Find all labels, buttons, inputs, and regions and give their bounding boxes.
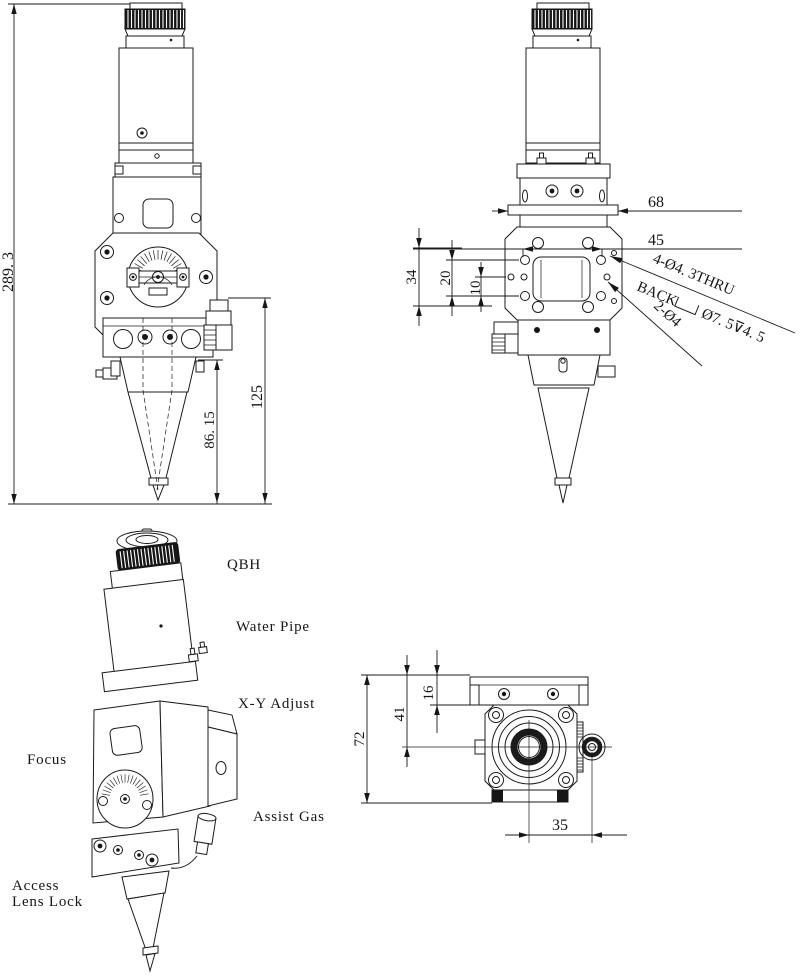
dim-overall-height: 289. 3: [0, 3, 272, 505]
upper-body: [112, 176, 202, 235]
dim-hole-spacing: 45: [413, 232, 742, 257]
dim-hole-pitch-v: 20: [438, 240, 519, 316]
iso-nozzle-cone: [127, 892, 165, 951]
dim-hole-offset-v-label: 10: [468, 281, 484, 296]
iso-body-side: [159, 700, 211, 818]
iso-nozzle-tip: [145, 952, 156, 973]
dim-focus-height-label: 86. 15: [202, 411, 218, 449]
qbh-connector-side: [531, 2, 593, 49]
side-view: 68 45 34 20: [404, 2, 796, 504]
dim-plate-width-label: 68: [648, 194, 664, 211]
mounting-bracket: [507, 152, 619, 228]
dim-plate-width: 68: [492, 194, 742, 214]
dim-overall-height-label: 289. 3: [0, 252, 17, 292]
label-qbh: QBH: [227, 557, 261, 573]
nozzle-tip: [152, 484, 165, 502]
bottom-bracket: [469, 676, 589, 706]
dim-center-offset-label: 41: [392, 707, 408, 722]
dim-center-offset: 41: [392, 655, 410, 767]
bottom-body: [402, 704, 612, 843]
collimator-tube: [114, 47, 202, 178]
nozzle-assembly: [95, 318, 205, 502]
counterbore-symbol-icon: [674, 296, 700, 316]
callout-pins-label: 2-Ø4: [650, 298, 684, 331]
dim-knob-offset: 35: [505, 817, 627, 838]
mounting-plate: [504, 226, 623, 321]
label-xy-adjust: X-Y Adjust: [238, 696, 315, 712]
dim-bottom-overall-label: 72: [352, 732, 368, 747]
callout-thru-holes: 4-Ø4. 3THRU BACK Ø7. 5⊽4. 5: [609, 251, 796, 346]
focus-dial: [126, 246, 190, 308]
dim-hole-pitch-v-label: 20: [438, 271, 454, 286]
iso-xy-block: [207, 726, 238, 807]
dim-hole-spacing-label: 45: [648, 232, 664, 249]
dim-hole-span-v-label: 34: [404, 269, 420, 285]
dim-knob-offset-label: 35: [552, 817, 568, 834]
collimator-tube-side: [525, 47, 601, 164]
qbh-connector: [124, 2, 186, 49]
callout-counterbore-label: Ø7. 5⊽4. 5: [699, 306, 767, 346]
label-focus: Focus: [27, 752, 67, 768]
lower-block: [102, 317, 214, 358]
iso-focus-dial: [96, 769, 154, 829]
label-access-line2: Lens Lock: [12, 894, 83, 910]
beam-window: [532, 256, 591, 302]
dim-bracket-height: 16: [421, 650, 487, 733]
dim-bracket-height-label: 16: [421, 685, 437, 701]
focus-plate: [94, 232, 218, 346]
label-assist-gas: Assist Gas: [253, 809, 325, 825]
label-window: [142, 198, 174, 229]
dim-nozzle-height: 125: [228, 297, 271, 504]
front-view: 289. 3 86. 15 125: [0, 2, 272, 505]
side-lower-body: [491, 319, 616, 504]
dim-bottom-overall: 72: [352, 674, 492, 804]
iso-lower-block: [91, 828, 180, 878]
label-water-pipe: Water Pipe: [236, 619, 310, 635]
bottom-view: 72 41 16 35: [352, 650, 627, 843]
air-fitting: [203, 299, 233, 351]
iso-head: [91, 528, 238, 973]
beam-path: [142, 318, 173, 491]
iso-view: QBH Water Pipe X-Y Adjust Focus Assist G…: [12, 528, 325, 973]
iso-gas-fitting: [193, 812, 217, 856]
dim-focus-height: 86. 15: [198, 359, 223, 504]
dim-hole-offset-v: 10: [468, 262, 506, 312]
nozzle-cone: [127, 391, 188, 479]
dim-nozzle-height-label: 125: [249, 385, 266, 409]
wing-plate: [507, 204, 619, 216]
label-access-line1: Access: [12, 878, 59, 894]
